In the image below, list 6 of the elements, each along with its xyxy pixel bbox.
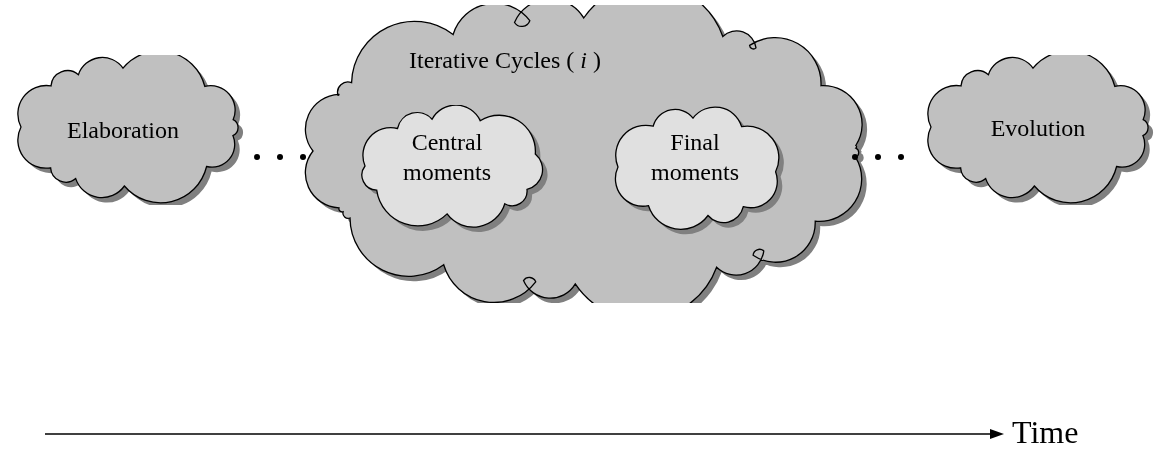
axis-label: Time bbox=[1012, 414, 1079, 451]
cloud-label: Central moments bbox=[402, 128, 492, 187]
cloud-label: Iterative Cycles ( i ) bbox=[408, 46, 602, 75]
cloud-label: Final moments bbox=[650, 128, 740, 187]
cloud-label: Evolution bbox=[989, 114, 1087, 143]
cloud-label: Elaboration bbox=[66, 116, 180, 145]
